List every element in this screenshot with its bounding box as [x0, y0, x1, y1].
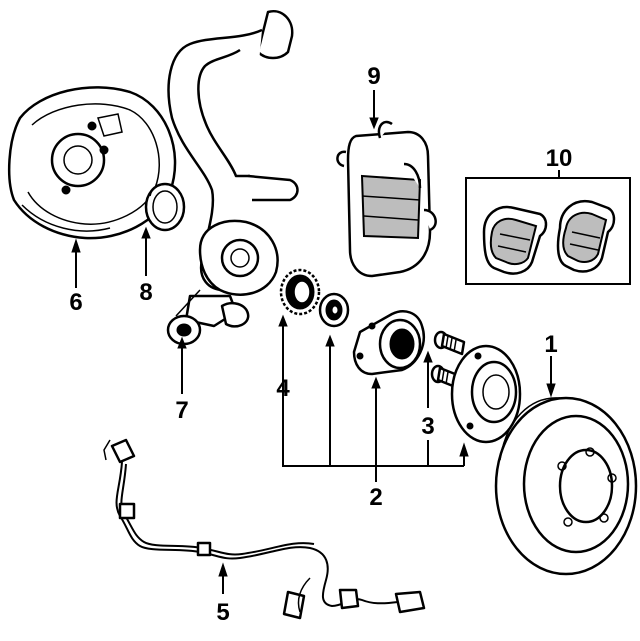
brake-rotor	[494, 396, 638, 576]
brake-caliper	[336, 120, 437, 278]
brake-pad-left	[482, 205, 548, 275]
callout-7: 7	[175, 397, 188, 424]
brake-pads-box	[465, 177, 631, 285]
seal-ring	[144, 182, 186, 232]
hub-flange	[450, 344, 522, 444]
callout-labels: 1 2 3 4 5 6 7 8 9 10	[69, 63, 572, 626]
steering-knuckle	[166, 9, 299, 346]
callout-8: 8	[139, 279, 152, 306]
callout-3: 3	[421, 413, 434, 440]
splash-shield	[7, 86, 177, 240]
callout-1: 1	[544, 331, 557, 358]
callout-6: 6	[69, 289, 82, 316]
brake-pad-right	[556, 199, 616, 273]
callout-4: 4	[276, 375, 290, 402]
callout-9: 9	[367, 63, 380, 90]
wheel-stud-upper	[433, 330, 466, 356]
callout-10: 10	[546, 145, 573, 172]
hub-assembly	[352, 310, 425, 376]
abs-sensor-harness	[103, 438, 426, 620]
callout-2: 2	[369, 484, 382, 511]
bearing-cone	[318, 292, 350, 328]
bearing-gear	[279, 268, 321, 316]
leader-lines	[71, 90, 560, 594]
callout-5: 5	[216, 599, 229, 626]
